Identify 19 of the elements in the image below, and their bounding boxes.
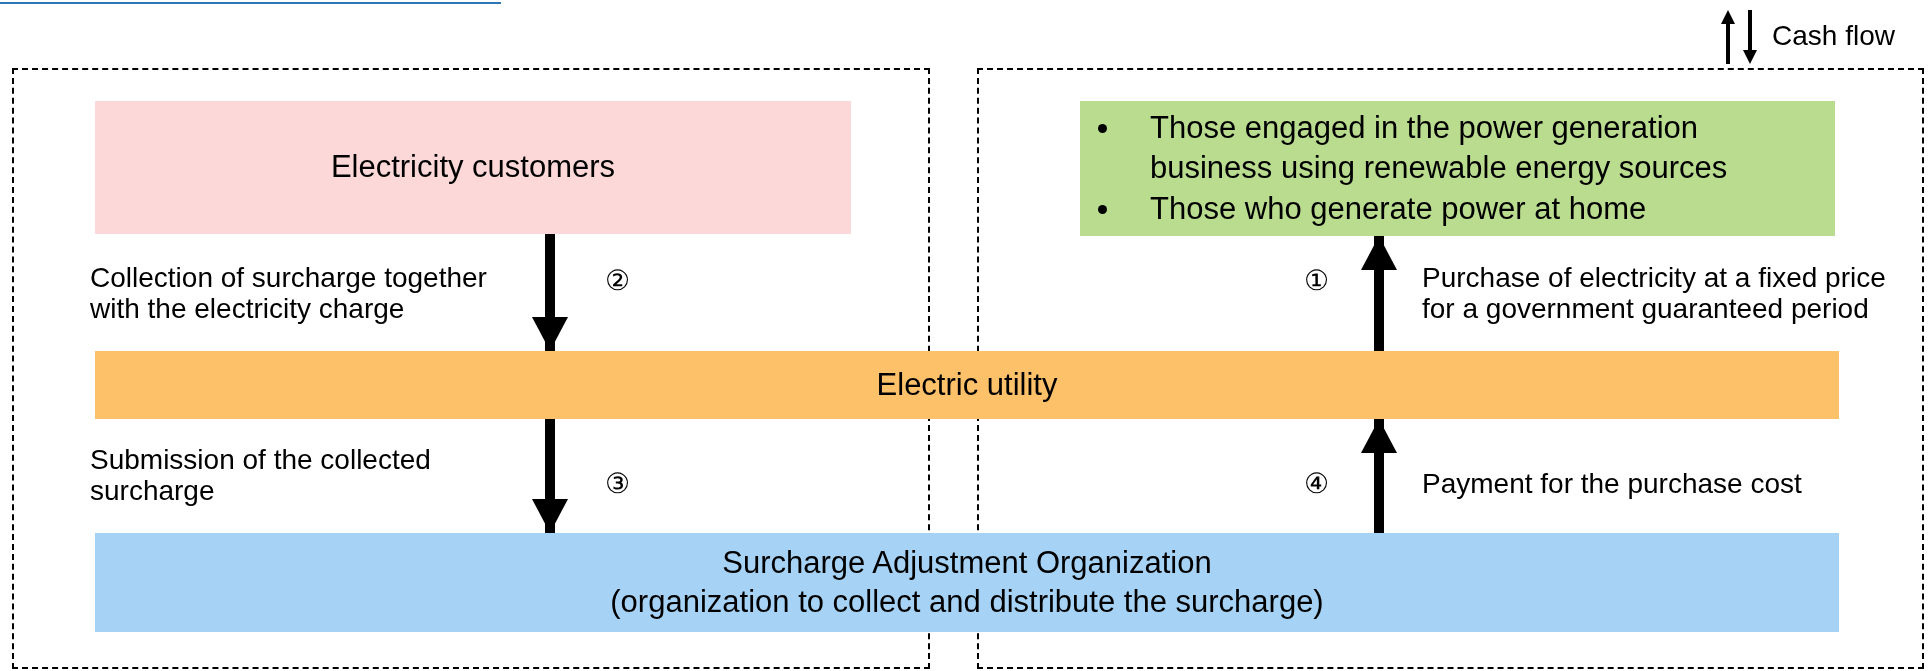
step-description: Submission of the collected surcharge (90, 445, 432, 507)
utility-bar (95, 351, 1839, 419)
generator-box (1080, 101, 1835, 236)
step-description: Collection of surcharge together with the electricity charge (90, 263, 488, 325)
organization-bar (95, 533, 1839, 632)
customer-box (95, 101, 851, 234)
arrow (532, 234, 568, 351)
legend-text: Cash flow (1772, 21, 1895, 52)
box-text: Electric utility (876, 365, 1058, 404)
arrow (1361, 419, 1397, 533)
bullet-text: Those engaged in the power generation business using renewable energy sources (1150, 110, 1728, 186)
box-text: Electricity customers (330, 148, 616, 187)
box-text: Surcharge Adjustment Organization (722, 543, 1212, 582)
step-description: Purchase of electricity at a fixed price for a government guaranteed period (1422, 263, 1887, 325)
box-text: (organization to collect and distribute the surcharge) (610, 582, 1324, 621)
arrow (1361, 236, 1397, 351)
step-description: Payment for the purchase cost (1422, 469, 1803, 500)
arrow (532, 419, 568, 533)
bullet-text: Those who generate power at home (1150, 190, 1647, 226)
